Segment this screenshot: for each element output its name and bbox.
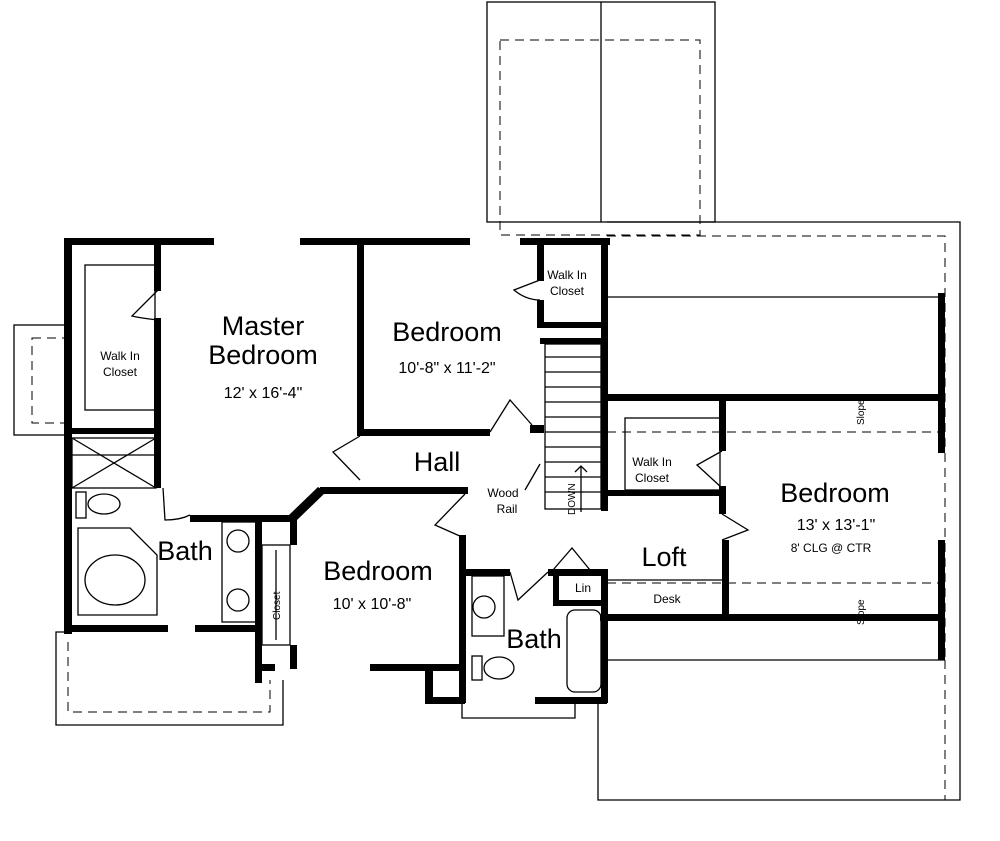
master-closet-label: Walk In — [100, 349, 140, 363]
bedroom-3-label: Bedroom — [323, 556, 433, 586]
stairs-down-label: DOWN — [567, 483, 578, 515]
hall-label: Hall — [414, 447, 461, 477]
bath-2-label: Bath — [506, 624, 562, 654]
wood-rail-label: Wood — [487, 486, 518, 500]
wood-rail-label-2: Rail — [497, 502, 518, 516]
room-labels: Master Bedroom 12' x 16'-4" Walk In Clos… — [100, 268, 890, 654]
bedroom-3-size: 10' x 10'-8" — [333, 596, 412, 613]
bedroom-4-closet-label: Walk In — [632, 455, 672, 469]
master-bath-label: Bath — [157, 536, 213, 566]
fixtures — [71, 264, 750, 693]
bedroom-4-label: Bedroom — [780, 478, 890, 508]
master-closet-label-2: Closet — [103, 365, 138, 379]
bedroom-3-closet-label: Closet — [272, 591, 283, 620]
slope-top-label: Slope — [856, 399, 867, 425]
bedroom-2-closet-label-2: Closet — [550, 284, 585, 298]
master-bedroom-label: Master — [222, 311, 305, 341]
bedroom-2-closet-label: Walk In — [547, 268, 587, 282]
linen-label: Lin — [575, 581, 591, 595]
roof-outlines — [13, 1, 961, 801]
bedroom-4-ceiling: 8' CLG @ CTR — [791, 541, 872, 555]
desk-label: Desk — [653, 592, 681, 606]
slope-bottom-label: Slope — [856, 599, 867, 625]
loft-label: Loft — [641, 542, 687, 572]
stairs — [544, 343, 602, 512]
master-bedroom-label-2: Bedroom — [208, 340, 318, 370]
bedroom-4-size: 13' x 13'-1" — [797, 517, 876, 534]
bedroom-4-closet-label-2: Closet — [635, 471, 670, 485]
master-bedroom-size: 12' x 16'-4" — [224, 385, 303, 402]
bedroom-2-size: 10'-8" x 11'-2" — [398, 360, 495, 377]
walls — [64, 238, 945, 704]
bedroom-2-label: Bedroom — [392, 317, 502, 347]
